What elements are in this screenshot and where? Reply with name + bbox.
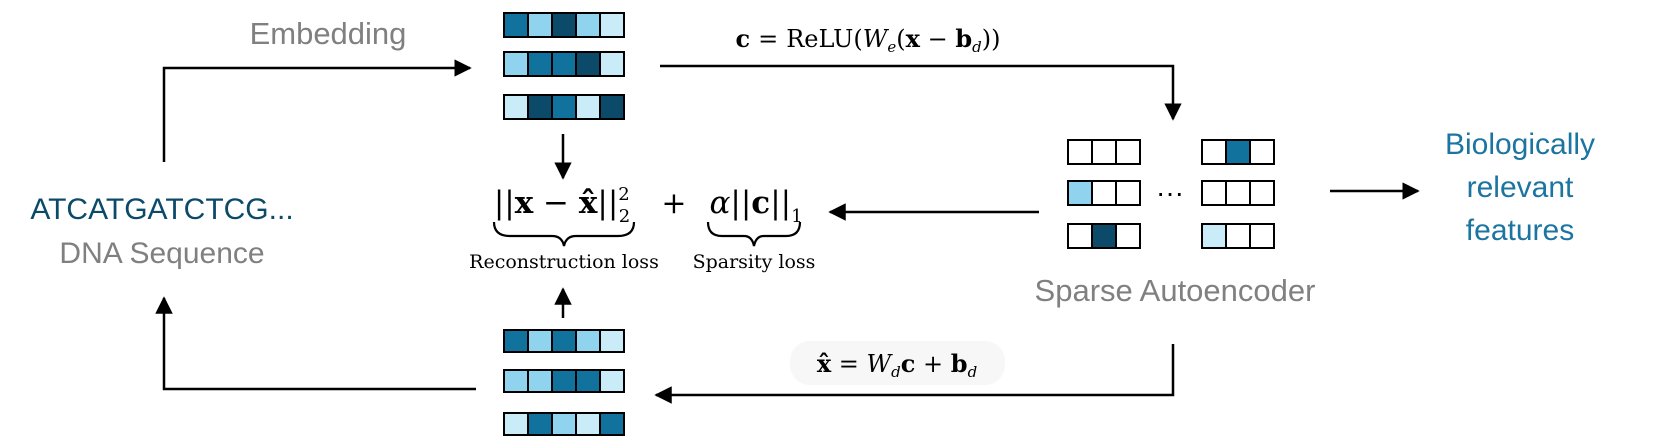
- reconstruction-loss-label: Reconstruction loss: [469, 251, 659, 273]
- sae-left-cell: [1115, 139, 1141, 165]
- reconstruction-cell: [503, 329, 529, 353]
- embedding-cell: [527, 51, 553, 77]
- output-label-line-2: relevant: [1467, 171, 1574, 204]
- plus-sign: +: [661, 186, 686, 221]
- sparsity-loss-label: Sparsity loss: [693, 251, 816, 273]
- sae-right-cell: [1225, 180, 1251, 206]
- sparsity-underbrace: [706, 221, 802, 247]
- sae-left-cell: [1115, 180, 1141, 206]
- embedding-cell: [575, 51, 601, 77]
- embedding-cell: [599, 94, 625, 120]
- sae-right-cell: [1249, 180, 1275, 206]
- embedding-cell: [551, 94, 577, 120]
- embedding-cell: [599, 12, 625, 38]
- arrow-sae-to-reconstruction: [654, 344, 1175, 404]
- embedding-cell: [551, 51, 577, 77]
- sae-left-cell: [1067, 180, 1093, 206]
- reconstruction-cell: [575, 329, 601, 353]
- arrow-dna-to-embedding: [162, 59, 472, 162]
- sae-right-cell: [1249, 223, 1275, 249]
- encoder-equation: c=ReLU(We(x − bd)): [736, 24, 1001, 56]
- sae-left-cell: [1091, 139, 1117, 165]
- sae-left-cell: [1115, 223, 1141, 249]
- embedding-cell: [575, 12, 601, 38]
- embedding-matrix: [503, 12, 625, 120]
- reconstruction-cell: [599, 329, 625, 353]
- sae-left-cell: [1091, 180, 1117, 206]
- sae-left-cell: [1067, 139, 1093, 165]
- reconstruction-cell: [551, 369, 577, 393]
- features-ellipsis: ···: [1156, 177, 1184, 208]
- reconstruction-underbrace: [492, 221, 636, 247]
- reconstruction-cell: [503, 369, 529, 393]
- sae-right-cell: [1201, 223, 1227, 249]
- sae-left-matrix: [1067, 139, 1141, 249]
- sae-right-cell: [1225, 223, 1251, 249]
- reconstruction-cell: [551, 329, 577, 353]
- reconstruction-cell: [575, 369, 601, 393]
- dna-sequence-text: ATCATGATCTCG...: [30, 193, 293, 226]
- reconstruction-cell: [551, 412, 577, 436]
- sae-right-cell: [1201, 180, 1227, 206]
- embedding-cell: [527, 12, 553, 38]
- dna-sequence-label: DNA Sequence: [59, 237, 264, 270]
- embedding-label: Embedding: [250, 16, 407, 51]
- embedding-cell: [503, 51, 529, 77]
- reconstruction-matrix: [503, 329, 625, 436]
- reconstruction-cell: [527, 369, 553, 393]
- sae-right-cell: [1201, 139, 1227, 165]
- sae-left-cell: [1067, 223, 1093, 249]
- embedding-cell: [575, 94, 601, 120]
- sae-right-matrix: [1201, 139, 1275, 249]
- arrow-reconstruction-to-dna: [155, 296, 476, 391]
- reconstruction-cell: [503, 412, 529, 436]
- sae-left-cell: [1091, 223, 1117, 249]
- sparsity-loss-equation: α||c||1: [709, 185, 802, 227]
- decoder-equation: x̂ = Wdc + bd: [817, 349, 977, 381]
- embedding-cell: [503, 12, 529, 38]
- reconstruction-cell: [527, 329, 553, 353]
- reconstruction-cell: [599, 412, 625, 436]
- reconstruction-cell: [527, 412, 553, 436]
- output-label-line-3: features: [1466, 214, 1574, 247]
- decoder-equation-group: x̂ = Wdc + bd: [790, 341, 1005, 385]
- embedding-cell: [551, 12, 577, 38]
- embedding-cell: [527, 94, 553, 120]
- output-label-line-1: Biologically: [1445, 128, 1595, 161]
- reconstruction-cell: [575, 412, 601, 436]
- arrow-embedding-to-sae: [660, 64, 1182, 121]
- sae-right-cell: [1249, 139, 1275, 165]
- embedding-cell: [503, 94, 529, 120]
- decoder-equation-bg: [790, 341, 1005, 385]
- embedding-cell: [599, 51, 625, 77]
- sae-right-cell: [1225, 139, 1251, 165]
- sparse-autoencoder-label: Sparse Autoencoder: [1035, 273, 1316, 308]
- reconstruction-cell: [599, 369, 625, 393]
